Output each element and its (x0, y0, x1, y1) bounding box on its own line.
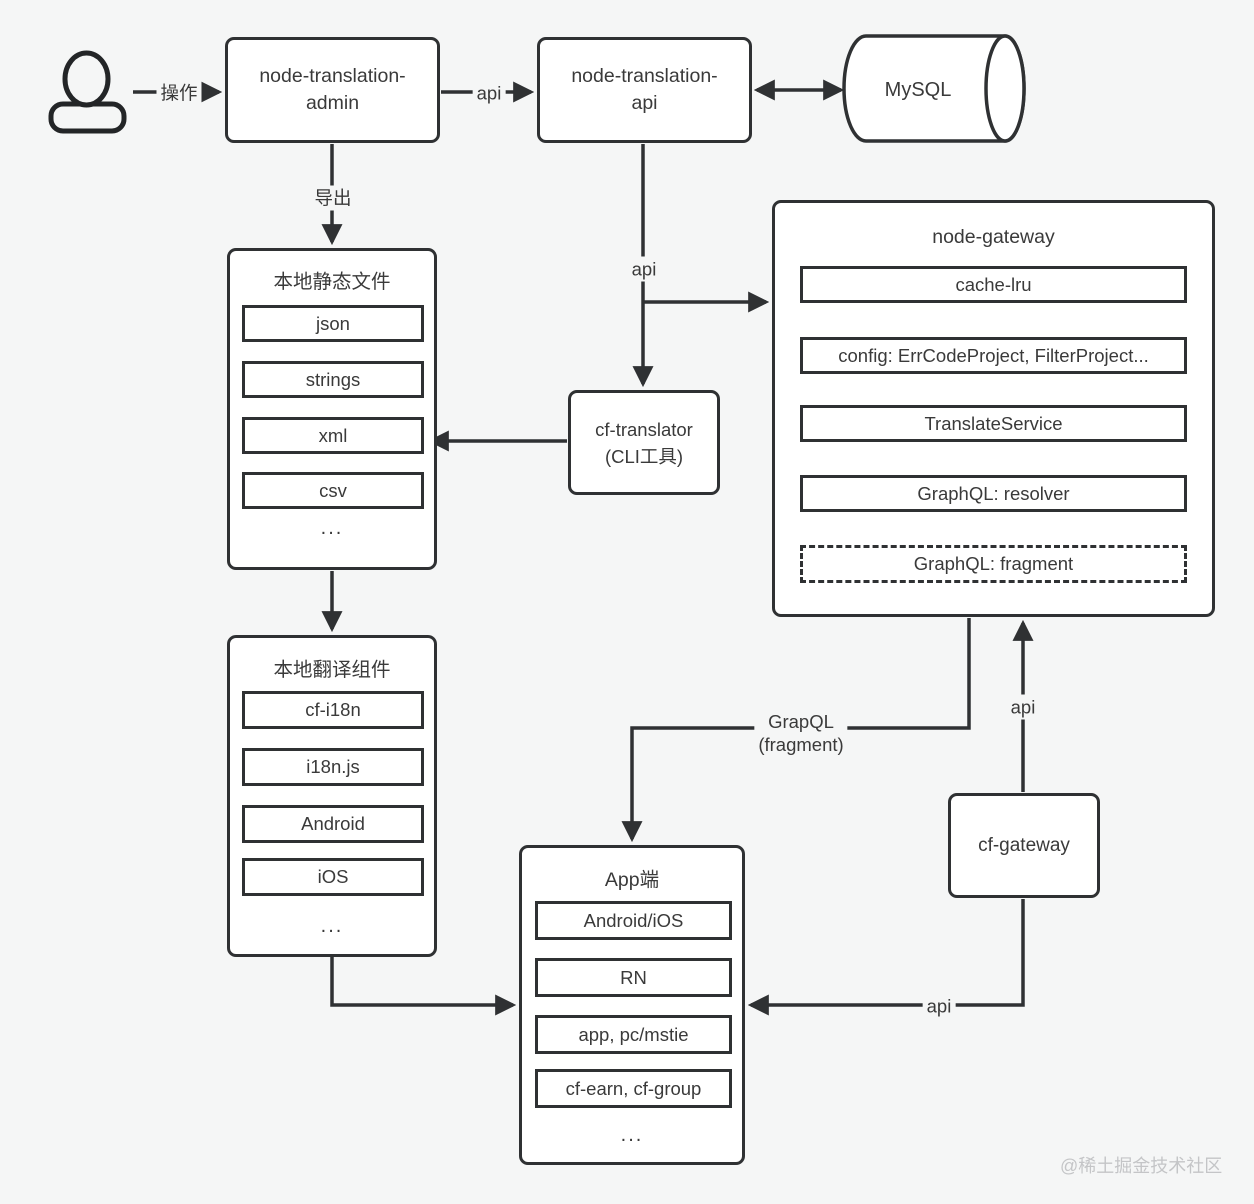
component-item-cf-i18n: cf-i18n (242, 691, 424, 729)
cf-gateway-box: cf-gateway (948, 793, 1100, 898)
edge-cf-gateway-to-app (747, 899, 1025, 1016)
gateway-item-graphql-resolver: GraphQL: resolver (800, 475, 1187, 512)
app-item-cf-earn-cf-group: cf-earn, cf-group (535, 1069, 732, 1108)
node-gateway-title: node-gateway (932, 226, 1055, 248)
edge-label-api-admin: api (472, 80, 506, 106)
edge-label-api-up: api (1006, 694, 1040, 720)
static-files-box: 本地静态文件 json strings xml csv ... (227, 248, 437, 570)
component-item-android: Android (242, 805, 424, 843)
edge-label-export: 导出 (310, 185, 356, 211)
node-translation-api-line1: node-translation- (571, 65, 718, 87)
node-translation-admin-line2: admin (305, 92, 360, 114)
mysql-label: MySQL (884, 78, 952, 101)
database-cylinder-icon (842, 34, 1026, 143)
node-translation-admin-line1: node-translation- (259, 65, 406, 87)
static-file-item-csv: csv (242, 472, 424, 509)
static-file-item-strings: strings (242, 361, 424, 398)
app-item-android-ios: Android/iOS (535, 901, 732, 940)
app-box: App端 Android/iOS RN app, pc/mstie cf-ear… (519, 845, 745, 1165)
node-gateway-box: node-gateway cache-lru config: ErrCodePr… (772, 200, 1215, 617)
edge-label-api-mid: api (627, 256, 661, 282)
static-file-item-json: json (242, 305, 424, 342)
edge-label-graphql-fragment: GrapQL (fragment) (754, 709, 848, 757)
gateway-item-config: config: ErrCodeProject, FilterProject... (800, 337, 1187, 374)
component-item-ios: iOS (242, 858, 424, 896)
app-item-app-pc-mstie: app, pc/mstie (535, 1015, 732, 1054)
component-item-i18n-js: i18n.js (242, 748, 424, 786)
gateway-item-translate-service: TranslateService (800, 405, 1187, 442)
app-item-rn: RN (535, 958, 732, 997)
node-translation-api-line2: api (631, 92, 658, 114)
edge-label-graphql-line2: (fragment) (758, 734, 844, 755)
cf-translator-label: cf-translator (CLI工具) (571, 393, 717, 492)
cf-translator-line1: cf-translator (595, 418, 693, 440)
edge-label-api-bottom: api (922, 993, 956, 1019)
person-icon (48, 50, 127, 134)
gateway-item-graphql-fragment: GraphQL: fragment (800, 545, 1187, 583)
edge-components-to-app (330, 957, 517, 1016)
static-files-title: 本地静态文件 (273, 271, 391, 293)
edge-label-operate: 操作 (156, 80, 202, 106)
node-translation-api-box: node-translation- api (537, 37, 752, 143)
static-file-item-xml: xml (242, 417, 424, 454)
translate-components-more: ... (320, 915, 344, 937)
node-translation-api-label: node-translation- api (540, 40, 749, 140)
app-title: App端 (604, 869, 660, 891)
cf-gateway-label: cf-gateway (978, 835, 1070, 856)
watermark: @稀土掘金技术社区 (1060, 1156, 1223, 1176)
cf-translator-box: cf-translator (CLI工具) (568, 390, 720, 495)
translate-components-title: 本地翻译组件 (273, 659, 391, 681)
cf-translator-line2: (CLI工具) (604, 445, 684, 467)
node-translation-admin-box: node-translation- admin (225, 37, 440, 143)
app-more: ... (620, 1124, 644, 1146)
node-translation-admin-label: node-translation- admin (228, 40, 437, 140)
gateway-item-cache-lru: cache-lru (800, 266, 1187, 303)
translate-components-box: 本地翻译组件 cf-i18n i18n.js Android iOS ... (227, 635, 437, 957)
edge-label-graphql-line1: GrapQL (768, 711, 834, 732)
static-files-more: ... (320, 517, 344, 539)
